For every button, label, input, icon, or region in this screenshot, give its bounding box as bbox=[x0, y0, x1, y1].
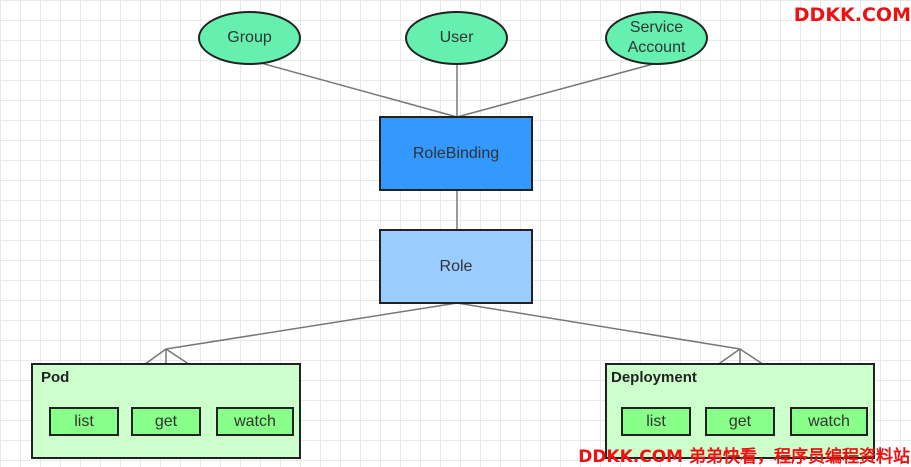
pod-verb-watch-label: watch bbox=[234, 412, 276, 430]
deployment-verb-list[interactable]: list bbox=[621, 407, 691, 436]
edge-group-rolebinding bbox=[249, 59, 458, 118]
edge-serviceaccount-rolebinding bbox=[456, 62, 658, 118]
deployment-verb-watch-label: watch bbox=[808, 412, 850, 430]
deployment-verb-watch[interactable]: watch bbox=[790, 407, 868, 436]
role-node[interactable]: Role bbox=[379, 229, 533, 304]
pod-verb-list[interactable]: list bbox=[49, 407, 119, 436]
resource-pod-title: Pod bbox=[41, 369, 70, 386]
rolebinding-node[interactable]: RoleBinding bbox=[379, 116, 533, 191]
pod-verb-watch[interactable]: watch bbox=[216, 407, 294, 436]
subject-service-account-node[interactable]: Service Account bbox=[605, 11, 708, 65]
pod-verb-get-label: get bbox=[154, 412, 178, 430]
edge-role-pod bbox=[165, 302, 458, 350]
deployment-verb-get-label: get bbox=[728, 412, 752, 430]
resource-deployment-title: Deployment bbox=[611, 369, 697, 386]
edge-role-deployment bbox=[456, 302, 741, 350]
pod-verb-get[interactable]: get bbox=[131, 407, 201, 436]
subject-group-label: Group bbox=[227, 29, 272, 46]
watermark-top: DDKK.COM bbox=[793, 4, 911, 26]
rolebinding-label: RoleBinding bbox=[412, 144, 500, 162]
pod-verb-list-label: list bbox=[74, 412, 94, 430]
subject-user-node[interactable]: User bbox=[405, 11, 508, 65]
deployment-verb-list-label: list bbox=[646, 412, 666, 430]
deployment-verb-get[interactable]: get bbox=[705, 407, 775, 436]
subject-user-label: User bbox=[439, 29, 474, 46]
watermark-bottom: DDKK.COM 弟弟快看，程序员编程资料站 bbox=[578, 447, 910, 467]
role-label: Role bbox=[439, 257, 473, 275]
subject-service-account-label: Service Account bbox=[627, 19, 686, 56]
subject-group-node[interactable]: Group bbox=[198, 11, 301, 65]
